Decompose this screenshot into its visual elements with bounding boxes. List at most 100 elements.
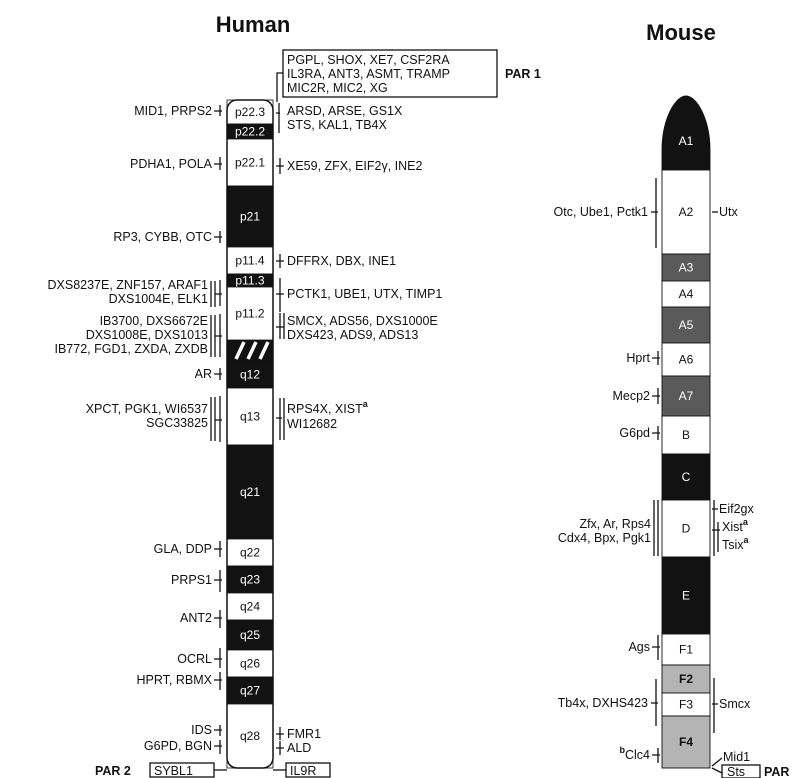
human-band-label: q28 (240, 729, 260, 743)
par1-genes-line-3: MIC2R, MIC2, XG (287, 81, 388, 95)
gene-label: STS, KAL1, TB4X (287, 118, 387, 132)
par2-label: PAR 2 (95, 764, 131, 778)
mouse-band-label: F2 (679, 672, 693, 686)
gene-label-tsix: Tsixa (722, 535, 750, 552)
mouse-band-label: A2 (679, 205, 694, 219)
human-band-label: q25 (240, 628, 260, 642)
gene-label: PCTK1, UBE1, UTX, TIMP1 (287, 287, 442, 301)
gene-label: AR (195, 367, 212, 381)
par2-left-gene: SYBL1 (154, 764, 193, 778)
gene-label: SMCX, ADS56, DXS1000E (287, 314, 438, 328)
gene-label: ANT2 (180, 611, 212, 625)
gene-label: Hprt (626, 351, 650, 365)
human-band-label: q13 (240, 410, 260, 424)
gene-label: OCRL (177, 652, 212, 666)
human-title: Human (216, 12, 291, 37)
human-chromosome: PGPL, SHOX, XE7, CSF2RA IL3RA, ANT3, ASM… (48, 50, 541, 778)
mouse-band-label: A4 (679, 287, 694, 301)
gene-label: IB3700, DXS6672E (100, 314, 208, 328)
mouse-band-label: A5 (679, 318, 694, 332)
par2-right-gene: IL9R (290, 764, 316, 778)
mouse-band-label: B (682, 428, 690, 442)
gene-label: WI12682 (287, 417, 337, 431)
par1-genes-line-1: PGPL, SHOX, XE7, CSF2RA (287, 53, 450, 67)
gene-label: XE59, ZFX, EIF2γ, INE2 (287, 159, 423, 173)
human-band-label: q21 (240, 485, 260, 499)
human-par2: PAR 2 SYBL1 IL9R (95, 763, 330, 778)
human-band-label: q24 (240, 600, 260, 614)
gene-label: Eif2gx (719, 502, 754, 516)
human-band-label: p11.2 (235, 307, 264, 321)
gene-label: Cdx4, Bpx, Pgk1 (558, 531, 651, 545)
gene-label: G6PD, BGN (144, 739, 212, 753)
mouse-left-genes: Otc, Ube1, Pctk1 Hprt Mecp2 G6pd Zfx, Ar… (554, 178, 660, 763)
mouse-band-label: C (682, 470, 691, 484)
human-left-genes: MID1, PRPS2 PDHA1, POLA RP3, CYBB, OTC D… (48, 104, 223, 754)
mouse-band-label: D (682, 522, 691, 536)
gene-label-xist: RPS4X, XISTa (287, 399, 369, 416)
gene-label: DXS423, ADS9, ADS13 (287, 328, 418, 342)
gene-label-xist: Xista (722, 517, 749, 534)
human-band-label: p11.3 (235, 274, 264, 288)
gene-label: DXS1004E, ELK1 (109, 292, 208, 306)
mouse-band-label: F1 (679, 643, 693, 657)
mouse-par-label: PAR (764, 765, 789, 778)
gene-label: PRPS1 (171, 573, 212, 587)
gene-label: Mecp2 (612, 389, 650, 403)
human-band-label: p22.3 (235, 105, 265, 119)
gene-label: DXS1008E, DXS1013 (86, 328, 208, 342)
gene-label: RP3, CYBB, OTC (113, 230, 212, 244)
human-band-label: p11.4 (235, 254, 264, 268)
human-band-label: q23 (240, 573, 260, 587)
gene-label: Ags (628, 640, 650, 654)
mouse-par-gene: Sts (727, 765, 745, 778)
mouse-band-label: E (682, 589, 690, 603)
human-right-genes: ARSD, ARSE, GS1X STS, KAL1, TB4X XE59, Z… (276, 103, 442, 755)
human-band-label: p21 (240, 210, 260, 224)
mouse-band-label: F4 (679, 735, 693, 749)
gene-label: MID1, PRPS2 (134, 104, 212, 118)
gene-label: SGC33825 (146, 416, 208, 430)
human-par1: PGPL, SHOX, XE7, CSF2RA IL3RA, ANT3, ASM… (277, 50, 541, 102)
gene-label: Otc, Ube1, Pctk1 (554, 205, 649, 219)
gene-label: Utx (719, 205, 739, 219)
gene-label: G6pd (619, 426, 650, 440)
mouse-band-label: A6 (679, 353, 694, 367)
mouse-band-a1 (662, 96, 710, 170)
human-band-label: q27 (240, 684, 260, 698)
par1-genes-line-2: IL3RA, ANT3, ASMT, TRAMP (287, 67, 450, 81)
gene-label: IDS (191, 723, 212, 737)
gene-label: DXS8237E, ZNF157, ARAF1 (48, 278, 209, 292)
gene-label: XPCT, PGK1, WI6537 (86, 402, 208, 416)
gene-label: FMR1 (287, 727, 321, 741)
gene-label: GLA, DDP (154, 542, 212, 556)
gene-label: HPRT, RBMX (137, 673, 213, 687)
par1-label: PAR 1 (505, 67, 541, 81)
gene-label: Tb4x, DXHS423 (558, 696, 648, 710)
gene-label: PDHA1, POLA (130, 157, 213, 171)
human-band-stack: p22.3 p22.2 p22.1 p21 p11.4 p11.3 p11.2 q12 q13 q… (227, 100, 273, 768)
mouse-band-label: A3 (679, 261, 694, 275)
mouse-right-genes: Utx Eif2gx Xista Tsixa Smcx Mid1 (712, 205, 754, 766)
gene-label-clc4: bClc4 (619, 745, 650, 762)
gene-label: ALD (287, 741, 311, 755)
human-band-label: p22.2 (235, 125, 265, 139)
human-band-label: q12 (240, 368, 260, 382)
gene-label: ARSD, ARSE, GS1X (287, 104, 403, 118)
mouse-title: Mouse (646, 20, 716, 45)
mouse-band-label: A1 (679, 134, 694, 148)
gene-label: DFFRX, DBX, INE1 (287, 254, 396, 268)
human-band-label: q22 (240, 546, 260, 560)
gene-label: Smcx (719, 697, 751, 711)
gene-label: IB772, FGD1, ZXDA, ZXDB (54, 342, 208, 356)
mouse-band-label: F3 (679, 698, 693, 712)
gene-label: Mid1 (723, 750, 750, 764)
gene-label: Zfx, Ar, Rps4 (579, 517, 651, 531)
human-band-label: q26 (240, 657, 260, 671)
human-band-label: p22.1 (235, 156, 265, 170)
mouse-par: Sts PAR (712, 765, 789, 778)
mouse-band-label: A7 (679, 389, 694, 403)
